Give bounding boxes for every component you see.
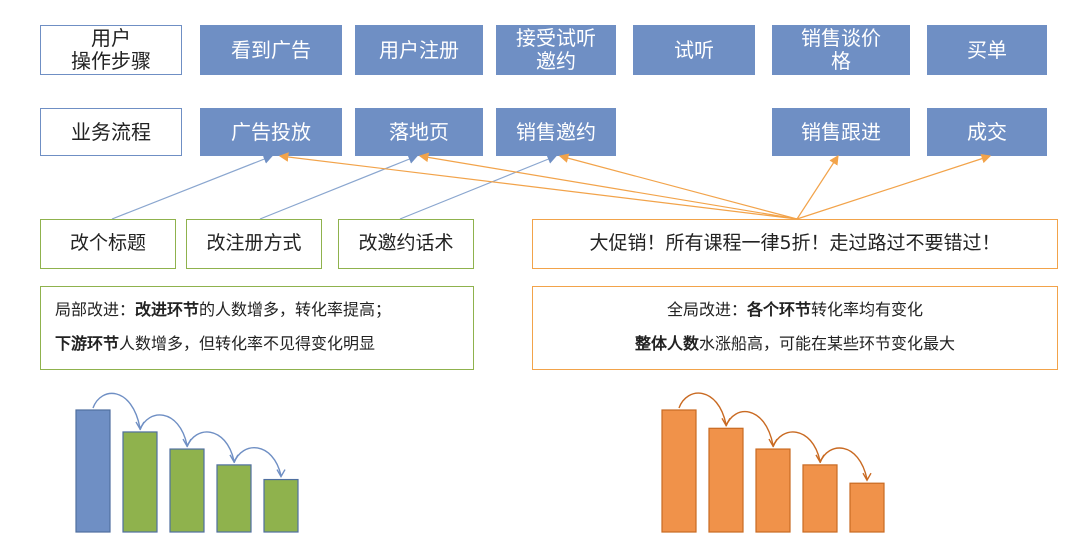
arrow-title-to-ad [111, 154, 274, 220]
user-step-accept-trial-invite: 接受试听 邀约 [496, 25, 616, 75]
local-bar-5 [263, 478, 299, 533]
user-step-purchase: 买单 [927, 25, 1047, 75]
local-change-title: 改个标题 [40, 219, 176, 269]
global-arc-3 [772, 431, 821, 462]
biz-step-sales-invite: 销售邀约 [496, 108, 616, 156]
arrow-script-to-invite [399, 154, 558, 220]
global-bar-1 [661, 409, 697, 533]
global-arc-4 [819, 447, 868, 480]
global-improvement-note: 全局改进：各个环节转化率均有变化 整体人数水涨船高，可能在某些环节变化最大 [532, 286, 1058, 370]
arrow-promo-to-ad [278, 152, 798, 220]
local-bar-2 [122, 431, 158, 533]
biz-step-ad-placement: 广告投放 [200, 108, 342, 156]
local-arc-1 [92, 392, 141, 429]
global-arrowhead-4 [862, 472, 872, 482]
arrow-promo-to-deal [796, 154, 992, 220]
user-step-register: 用户注册 [355, 25, 483, 75]
global-bar-5 [849, 482, 885, 533]
local-bar-3 [169, 448, 205, 533]
biz-step-landing-page: 落地页 [355, 108, 483, 156]
local-arc-2 [139, 414, 188, 446]
user-step-trial: 试听 [633, 25, 755, 75]
local-change-register-method: 改注册方式 [186, 219, 322, 269]
arrow-promo-to-landing [418, 152, 798, 220]
row-label-user-steps: 用户 操作步骤 [40, 25, 182, 75]
user-step-see-ad: 看到广告 [200, 25, 342, 75]
global-bar-3 [755, 448, 791, 533]
biz-step-sales-follow-up: 销售跟进 [772, 108, 910, 156]
arrow-promo-to-follow-up [796, 154, 839, 220]
biz-step-deal: 成交 [927, 108, 1047, 156]
local-arc-3 [186, 431, 235, 462]
global-bar-4 [802, 464, 838, 533]
local-bar-1 [75, 409, 111, 533]
arrow-promo-to-invite [558, 153, 798, 220]
local-improvement-note: 局部改进：改进环节的人数增多，转化率提高； 下游环节人数增多，但转化率不见得变化… [40, 286, 474, 370]
global-change-promotion: 大促销！所有课程一律5折！走过路过不要错过！ [532, 219, 1058, 269]
global-arc-1 [678, 392, 727, 425]
local-change-invite-script: 改邀约话术 [338, 219, 474, 269]
local-arrowhead-4 [276, 469, 286, 478]
local-arc-4 [233, 447, 282, 476]
arrow-register-to-landing [259, 154, 419, 220]
local-bar-4 [216, 464, 252, 533]
global-bar-2 [708, 427, 744, 533]
user-step-price-negotiation: 销售谈价 格 [772, 25, 910, 75]
global-arc-2 [725, 410, 774, 446]
row-label-business-flow: 业务流程 [40, 108, 182, 156]
